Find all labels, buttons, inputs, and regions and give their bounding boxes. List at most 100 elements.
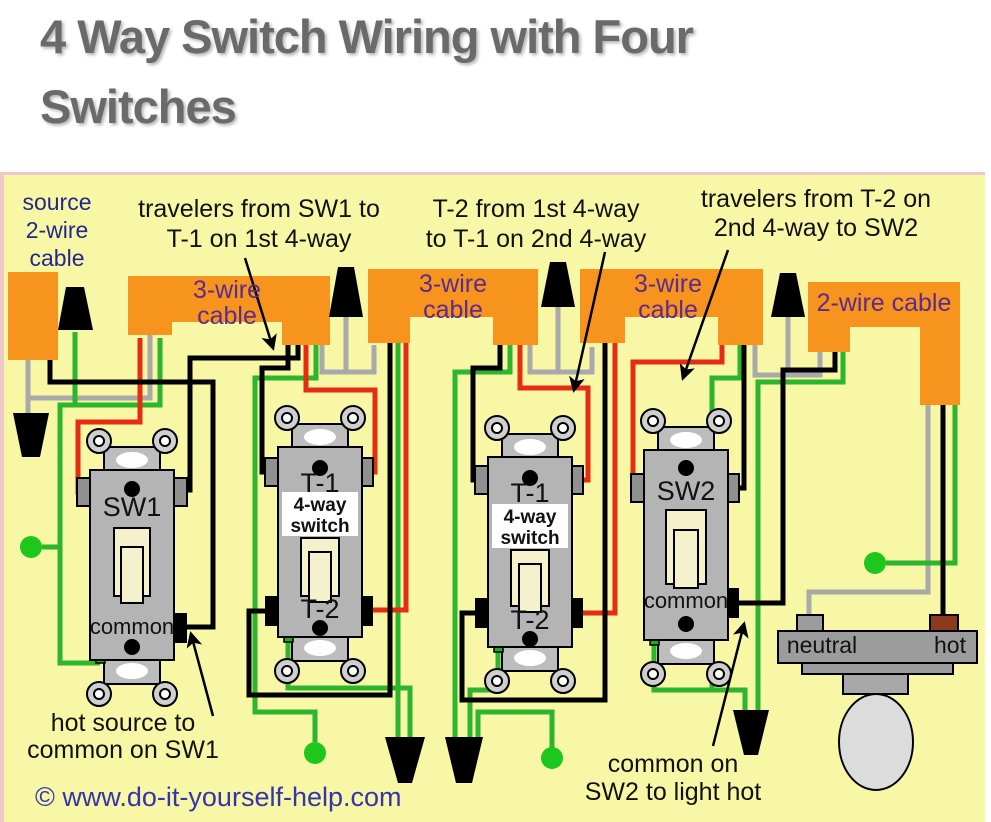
- common-terminal: [173, 613, 187, 643]
- left-edge-strip: [0, 172, 4, 822]
- type-label: 4-way: [504, 507, 557, 528]
- screw-icon: [557, 422, 569, 434]
- screw-icon: [281, 665, 293, 677]
- cable-label-3wire-3: 3-wire: [634, 270, 702, 298]
- screw-icon: [93, 688, 105, 700]
- wire-nut-icon: [541, 262, 575, 307]
- screw-icon: [491, 675, 503, 687]
- cable-label-2wire: 2-wire cable: [817, 289, 952, 317]
- arrow-icon: [569, 251, 607, 393]
- right-edge-strip: [985, 172, 991, 822]
- ground-dot-icon: [541, 747, 563, 769]
- page-title-line1: 4 Way Switch Wiring with Four: [40, 10, 694, 63]
- screw-icon: [647, 415, 659, 427]
- wire-nut-icon: [733, 710, 769, 755]
- strap-slot: [514, 439, 546, 455]
- annotations: source 2-wire cable travelers from SW1 t…: [22, 185, 951, 812]
- strap-slot: [116, 663, 148, 679]
- screw-icon: [347, 665, 359, 677]
- wire-red-t2-second: [578, 343, 618, 616]
- terminal-label-t2: T-2: [300, 594, 339, 624]
- mounting-hole: [678, 616, 694, 632]
- common-label: common: [644, 588, 728, 613]
- terminal-screw: [264, 457, 280, 487]
- ground-dots: [20, 536, 886, 769]
- terminal-label-t2: T-2: [510, 605, 549, 635]
- type-label: switch: [290, 516, 349, 537]
- terminal-screw: [172, 477, 188, 507]
- switch-4way-1: T-1 4-way switch T-2: [264, 405, 374, 684]
- ground-dot-icon: [20, 536, 42, 558]
- common-sw2-note: SW2 to light hot: [585, 778, 762, 806]
- arrow-icon: [243, 257, 277, 351]
- cable-label-3wire-3: cable: [638, 296, 698, 324]
- page-title: 4 Way Switch Wiring with Four Switches: [40, 2, 694, 142]
- toggle-paddle: [673, 529, 699, 589]
- switch-label: SW2: [657, 476, 716, 506]
- terminal-screw: [76, 477, 92, 507]
- hot-label: hot: [934, 632, 967, 658]
- t2-to-t1-note: to T-1 on 2nd 4-way: [426, 225, 647, 253]
- wire-nut-icon: [13, 413, 49, 457]
- terminal-screw: [265, 596, 279, 626]
- wire-ground-cableB-right: [452, 345, 513, 737]
- black-wires: [47, 343, 946, 703]
- strap-slot: [670, 432, 702, 448]
- screw-icon: [713, 668, 725, 680]
- page-title-line2: Switches: [40, 80, 237, 133]
- terminal-screw: [630, 473, 646, 503]
- screw-icon: [281, 412, 293, 424]
- screw-icon: [93, 435, 105, 447]
- travelers-sw1-note: T-1 on 1st 4-way: [167, 225, 352, 253]
- cable-label-3wire-2: 3-wire: [419, 270, 487, 298]
- strap-slot: [304, 640, 336, 656]
- cable-label-3wire-1: cable: [197, 302, 257, 330]
- light-bulb: [838, 693, 914, 791]
- screw-icon: [713, 415, 725, 427]
- mounting-hole: [522, 631, 538, 647]
- ground-dot-icon: [304, 742, 326, 764]
- terminal-screw: [474, 465, 490, 495]
- hot-source-note: common on SW1: [27, 736, 219, 764]
- toggle-paddle: [120, 546, 144, 604]
- mounting-hole: [312, 460, 328, 476]
- switch-4way-2: T-1 4-way switch T-2: [474, 415, 584, 694]
- top-edge-strip: [0, 172, 991, 175]
- wire-ground-light: [886, 405, 958, 566]
- wire-ground-sw2-terminal: [651, 645, 712, 693]
- mounting-hole: [124, 639, 140, 655]
- wire-neutral-box1: [28, 335, 153, 401]
- mounting-hole: [522, 470, 538, 486]
- terminal-label-t1: T-1: [510, 478, 549, 508]
- arrow-icon: [186, 631, 215, 717]
- wire-nuts: [13, 262, 805, 783]
- wire-ground-box2-loop: [252, 345, 319, 742]
- travelers-t2-note: 2nd 4-way to SW2: [714, 214, 918, 242]
- wire-ground-pigtail2-wire: [475, 709, 555, 749]
- strap-slot: [116, 452, 148, 468]
- wire-nut-icon: [445, 737, 483, 783]
- cable-3wire-1: [128, 276, 330, 345]
- annotation-arrows: [186, 249, 749, 747]
- travelers-sw1-note: travelers from SW1 to: [138, 195, 380, 223]
- switch-sw2: SW2 common: [630, 408, 740, 687]
- toggle-paddle: [308, 551, 332, 603]
- cable-3wire-2: [368, 269, 538, 345]
- source-cable-label: source: [22, 189, 91, 215]
- wire-nut-icon: [385, 737, 425, 783]
- screw-icon: [159, 688, 171, 700]
- type-label: 4-way: [294, 495, 347, 516]
- travelers-t2-note: travelers from T-2 on: [701, 185, 931, 213]
- mounting-hole: [124, 481, 140, 497]
- neutral-label: neutral: [787, 632, 857, 658]
- copyright-link[interactable]: © www.do-it-yourself-help.com: [35, 782, 402, 812]
- neutral-wires: [25, 307, 931, 617]
- t2-to-t1-note: T-2 from 1st 4-way: [433, 195, 640, 223]
- wire-neutral-box3: [527, 345, 595, 375]
- cable-3wire-3: [580, 269, 763, 345]
- mounting-hole: [678, 460, 694, 476]
- arrow-icon: [711, 621, 749, 747]
- strap-slot: [670, 643, 702, 659]
- ground-dot-icon: [864, 552, 886, 574]
